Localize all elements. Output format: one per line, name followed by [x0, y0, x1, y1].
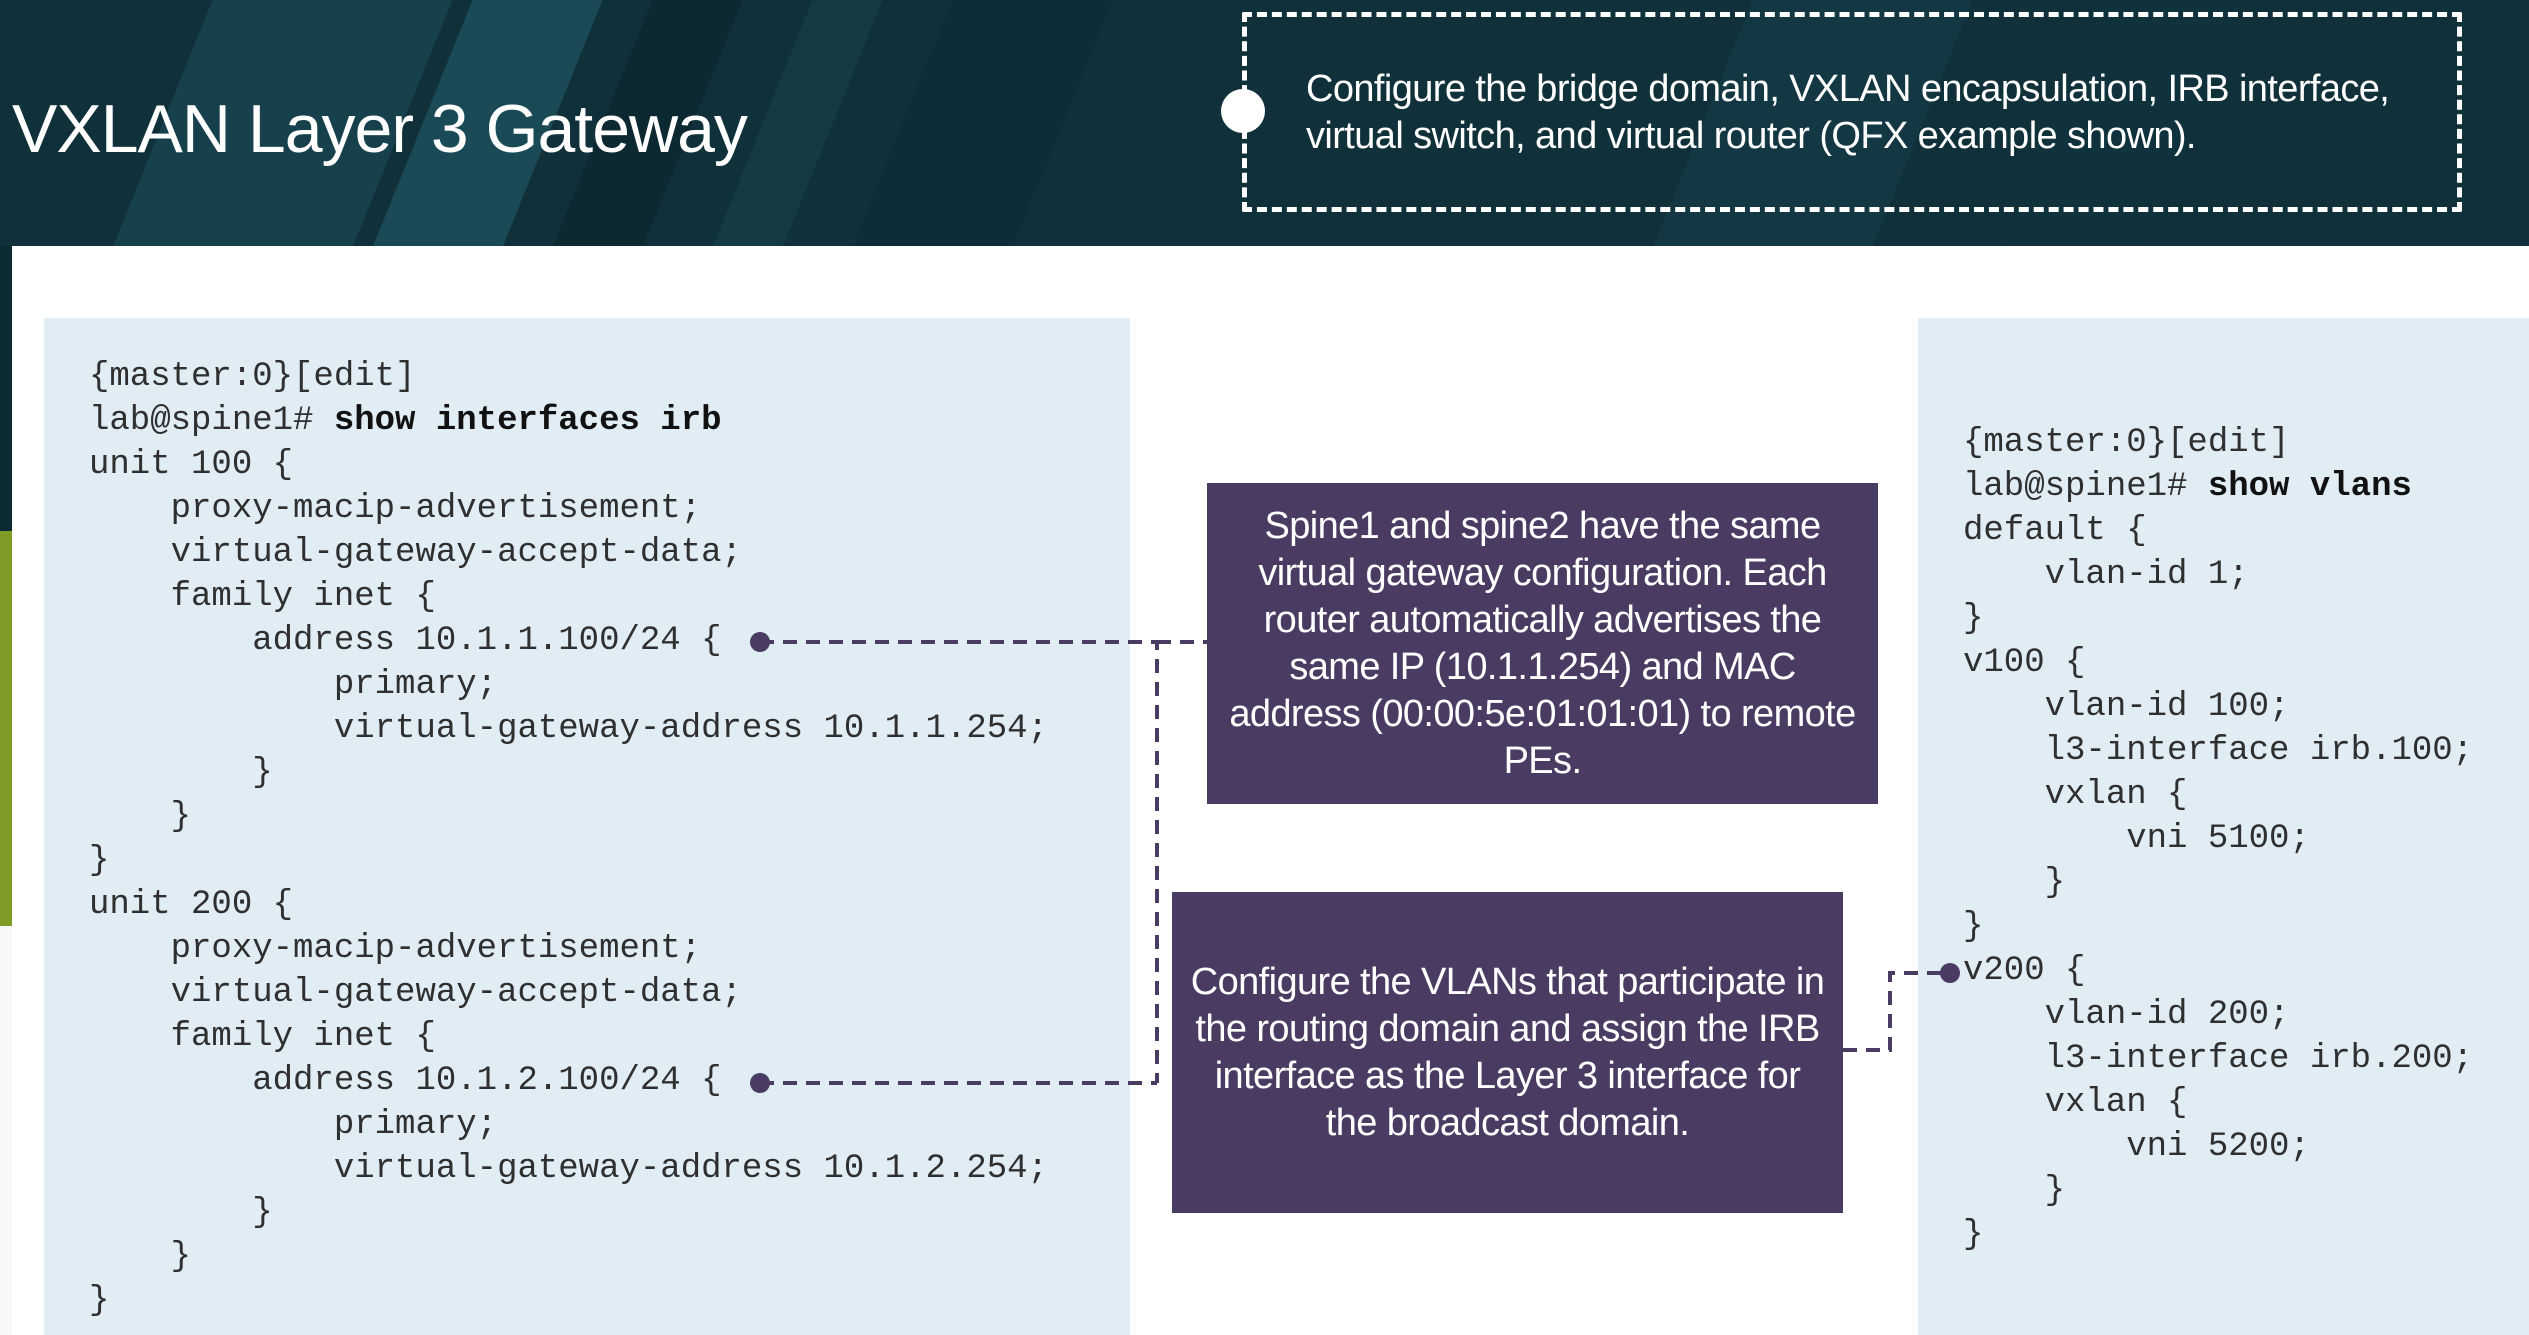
code-prompt: lab@spine1# — [89, 402, 334, 440]
code-line: default { — [1963, 512, 2147, 550]
code-line: } — [89, 1282, 110, 1320]
code-line: {master:0}[edit] — [89, 358, 416, 396]
code-line: primary; — [89, 666, 498, 704]
code-line: } — [1963, 908, 1984, 946]
code-line: vxlan { — [1963, 776, 2188, 814]
vlans-config-panel — [1918, 318, 2529, 1335]
virtual-gateway-callout-text: Spine1 and spine2 have the same virtual … — [1229, 504, 1856, 782]
code-line: virtual-gateway-address 10.1.2.254; — [89, 1150, 1048, 1188]
code-line: } — [89, 798, 192, 836]
code-line: address 10.1.2.100/24 { — [89, 1062, 722, 1100]
code-line: proxy-macip-advertisement; — [89, 490, 702, 528]
code-prompt: lab@spine1# — [1963, 468, 2208, 506]
code-line: lab@spine1# show vlans — [1963, 468, 2412, 506]
code-line: } — [89, 1194, 273, 1232]
code-line: lab@spine1# show interfaces irb — [89, 402, 722, 440]
code-line: primary; — [89, 1106, 498, 1144]
accent-bar-green — [0, 531, 12, 926]
code-line: } — [1963, 864, 2066, 902]
vlans-config-code: {master:0}[edit] lab@spine1# show vlans … — [1963, 421, 2473, 1257]
code-line: virtual-gateway-accept-data; — [89, 974, 742, 1012]
code-line: vni 5100; — [1963, 820, 2310, 858]
code-line: virtual-gateway-address 10.1.1.254; — [89, 710, 1048, 748]
code-line: } — [89, 842, 110, 880]
code-line: unit 200 { — [89, 886, 294, 924]
code-line: } — [1963, 600, 1984, 638]
code-command: show vlans — [2207, 468, 2412, 506]
code-line: vxlan { — [1963, 1084, 2188, 1122]
code-line: family inet { — [89, 578, 436, 616]
code-line: vni 5200; — [1963, 1128, 2310, 1166]
code-line: vlan-id 1; — [1963, 556, 2249, 594]
code-line: proxy-macip-advertisement; — [89, 930, 702, 968]
code-line: address 10.1.1.100/24 { — [89, 622, 722, 660]
code-line: } — [1963, 1216, 1984, 1254]
accent-bar-dark — [0, 246, 12, 531]
code-line: l3-interface irb.100; — [1963, 732, 2474, 770]
code-line: vlan-id 200; — [1963, 996, 2290, 1034]
code-line: vlan-id 100; — [1963, 688, 2290, 726]
header-note-text: Configure the bridge domain, VXLAN encap… — [1306, 68, 2390, 157]
slide-title: VXLAN Layer 3 Gateway — [12, 91, 748, 167]
code-line: unit 100 { — [89, 446, 294, 484]
code-line: v100 { — [1963, 644, 2086, 682]
code-line: } — [89, 1238, 192, 1276]
code-line: } — [1963, 1172, 2066, 1210]
code-line: l3-interface irb.200; — [1963, 1040, 2474, 1078]
virtual-gateway-callout: Spine1 and spine2 have the same virtual … — [1207, 483, 1878, 804]
vlan-routing-callout-text: Configure the VLANs that participate in … — [1190, 960, 1825, 1144]
code-line: virtual-gateway-accept-data; — [89, 534, 742, 572]
vlan-routing-callout: Configure the VLANs that participate in … — [1172, 892, 1843, 1213]
code-command: show interfaces irb — [333, 402, 722, 440]
code-line: } — [89, 754, 273, 792]
header-banner: VXLAN Layer 3 Gateway Configure the brid… — [0, 0, 2529, 246]
bullet-dot — [1221, 89, 1265, 133]
irb-config-code: {master:0}[edit] lab@spine1# show interf… — [89, 355, 1048, 1323]
code-line: {master:0}[edit] — [1963, 424, 2290, 462]
code-line: v200 { — [1963, 952, 2086, 990]
code-line: family inet { — [89, 1018, 436, 1056]
